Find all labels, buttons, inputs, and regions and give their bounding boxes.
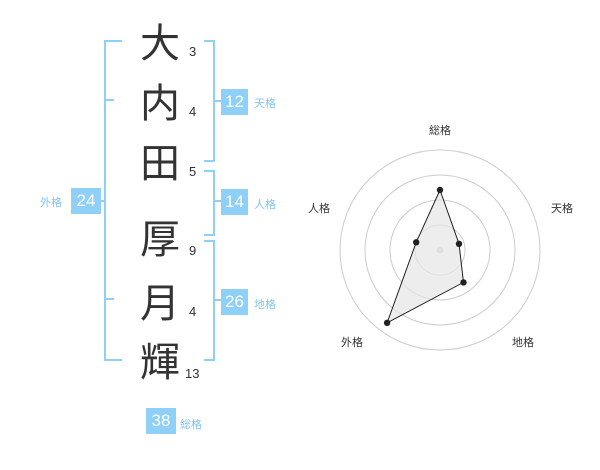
gaikaku-label: 外格 [40, 196, 62, 209]
radar-label-chikaku: 地格 [512, 335, 534, 349]
name-char-1: 大 [140, 21, 180, 67]
radar-ring-3 [364, 174, 516, 326]
stroke-count-2: 4 [189, 104, 197, 119]
stroke-count-1: 3 [189, 44, 197, 59]
stroke-count-3: 5 [189, 164, 197, 179]
soukaku-label: 総格 [180, 418, 202, 431]
stroke-count-6: 13 [185, 366, 200, 381]
chikaku-badge: 26 [221, 289, 248, 315]
radar-ring-4 [339, 149, 541, 351]
radar-point-2 [455, 240, 463, 247]
radar-label-soukaku: 総格 [429, 123, 451, 137]
radar-point-4 [383, 319, 391, 326]
tenkaku-connector [213, 100, 222, 102]
name-char-6: 輝 [140, 340, 180, 386]
gaikaku-tick-1 [104, 99, 114, 101]
gaikaku-connector [96, 200, 106, 202]
radar-point-5 [413, 239, 420, 246]
jinkaku-label: 人格 [254, 198, 276, 211]
name-char-4: 厚 [140, 217, 180, 263]
stroke-count-4: 9 [189, 243, 197, 258]
tenkaku-label: 天格 [254, 97, 276, 110]
radar-label-jinkaku: 人格 [308, 201, 330, 215]
jinkaku-connector [213, 200, 222, 202]
radar-point-3 [460, 279, 467, 286]
radar-area [386, 188, 465, 324]
tenkaku-badge: 12 [221, 89, 248, 115]
stroke-count-5: 4 [189, 304, 197, 319]
gaikaku-badge: 24 [71, 188, 101, 214]
radar-point-1 [436, 186, 444, 194]
name-char-2: 内 [140, 81, 180, 127]
chikaku-label: 地格 [254, 298, 276, 311]
radar-label-tenkaku: 天格 [551, 201, 573, 215]
jinkaku-badge: 14 [221, 189, 248, 215]
name-char-3: 田 [140, 141, 180, 187]
jinkaku-bracket [204, 170, 215, 236]
radar-label-gaikaku: 外格 [341, 335, 363, 349]
soukaku-badge: 38 [146, 408, 176, 434]
gaikaku-tick-2 [104, 298, 114, 300]
chikaku-connector [213, 299, 222, 301]
name-char-5: 月 [140, 281, 180, 327]
